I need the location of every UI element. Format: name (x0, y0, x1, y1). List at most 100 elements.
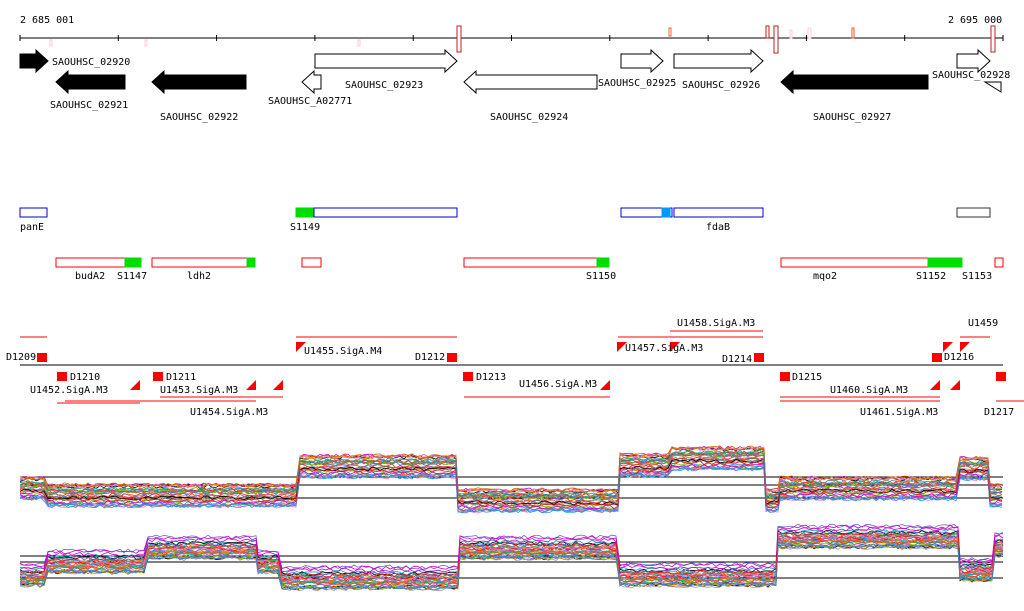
reverse-feature-box (124, 257, 142, 268)
gene-arrow (620, 48, 664, 74)
segment-label: U1458.SigA.M3 (677, 318, 755, 329)
promoter-flag (246, 380, 256, 390)
forward-feature-box (673, 207, 764, 218)
gene-arrow (673, 48, 764, 74)
forward-feature-box (661, 207, 671, 218)
promoter-flag (273, 380, 283, 390)
coord-end: 2 695 000 (948, 15, 1002, 26)
feature-label: fdaB (706, 222, 730, 233)
gene-label: SAOUHSC_02921 (50, 100, 128, 111)
probe-marker (773, 25, 779, 54)
segment-label: U1455.SigA.M4 (304, 346, 382, 357)
reverse-feature-box (994, 257, 1004, 268)
promoter-flag (950, 380, 960, 390)
promoter-flag (617, 342, 627, 352)
reverse-feature-box (927, 257, 963, 268)
coord-start: 2 685 001 (20, 15, 74, 26)
segment-label: D1214 (722, 354, 752, 365)
gene-label: SAOUHSC_02925 (598, 78, 676, 89)
feature-label: S1153 (962, 271, 992, 282)
reverse-feature-box (596, 257, 610, 268)
probe-marker (49, 39, 53, 47)
expression-profile (19, 531, 1003, 578)
expression-profile (19, 465, 1003, 512)
feature-label: S1150 (586, 271, 616, 282)
gene-arrow (780, 69, 929, 95)
feature-label: mqo2 (813, 271, 837, 282)
segment-label: U1461.SigA.M3 (860, 407, 938, 418)
segment-label: U1457.SigA.M3 (625, 343, 703, 354)
feature-label: S1149 (290, 222, 320, 233)
expression-profile (19, 451, 1003, 499)
gene-label: SAOUHSC_02924 (490, 112, 568, 123)
segment-track (20, 330, 1024, 404)
coordinate-axis (19, 25, 1004, 54)
probe-marker (456, 25, 462, 53)
gene-arrow (55, 69, 126, 95)
forward-feature-box (620, 207, 673, 218)
segment-label: D1213 (476, 372, 506, 383)
expression-profile (19, 523, 1004, 570)
segment-block (153, 372, 163, 381)
segment-block (996, 372, 1006, 381)
segment-label: U1456.SigA.M3 (519, 379, 597, 390)
gene-track (19, 48, 1002, 95)
expression-profile (19, 539, 1004, 586)
gene-label: SAOUHSC_02927 (813, 112, 891, 123)
segment-block (932, 353, 942, 362)
reverse-feature-box (151, 257, 248, 268)
feature-label: budA2 (75, 271, 105, 282)
expression-profile (19, 463, 1003, 511)
segment-block (463, 372, 473, 381)
segment-label: D1212 (415, 352, 445, 363)
feature-label: S1147 (117, 271, 147, 282)
gene-label: SAOUHSC_02926 (682, 80, 760, 91)
expression-profile (19, 463, 1003, 510)
gene-arrow (314, 48, 458, 74)
label-layer: SAOUHSC_02920SAOUHSC_02921SAOUHSC_02922S… (6, 57, 1014, 418)
segment-label: U1452.SigA.M3 (30, 385, 108, 396)
probe-marker (144, 39, 148, 47)
reverse-feature-box (463, 257, 598, 268)
gene-arrow (463, 69, 598, 95)
reverse-feature-box (780, 257, 929, 268)
expression-profile (19, 458, 1003, 506)
feature-label: panE (20, 222, 44, 233)
probe-marker (851, 27, 855, 39)
expression-profile (19, 524, 1004, 571)
expression-profile (19, 537, 1004, 583)
gene-label: SAOUHSC_02922 (160, 112, 238, 123)
promoter-flag (600, 380, 610, 390)
forward-feature-box (295, 207, 315, 218)
probe-marker (668, 27, 672, 37)
expression-profile (19, 534, 1004, 581)
expression-profile (19, 453, 1003, 501)
segment-block (780, 372, 790, 381)
segment-block (37, 353, 47, 362)
segment-label: D1209 (6, 352, 36, 363)
reverse-feature-box (55, 257, 126, 268)
expression-profile (19, 543, 1004, 590)
probe-marker (789, 29, 793, 39)
expression-profile (19, 460, 1003, 508)
promoter-flag (943, 342, 953, 352)
segment-label: D1215 (792, 372, 822, 383)
probe-marker (765, 25, 770, 39)
gene-arrow (19, 48, 49, 74)
segment-label: D1210 (70, 372, 100, 383)
segment-label: D1211 (166, 372, 196, 383)
probe-marker (990, 25, 996, 53)
forward-feature-box (956, 207, 991, 218)
segment-block (57, 372, 67, 381)
expression-profile (19, 445, 1003, 493)
feature-label: ldh2 (187, 271, 211, 282)
segment-label: U1459 (968, 318, 998, 329)
promoter-flag (960, 342, 970, 352)
promoter-flag (130, 380, 140, 390)
promoter-flag (670, 342, 680, 352)
reverse-feature-box (301, 257, 322, 268)
expression-profile (19, 446, 1003, 493)
gene-arrow (983, 81, 1002, 93)
